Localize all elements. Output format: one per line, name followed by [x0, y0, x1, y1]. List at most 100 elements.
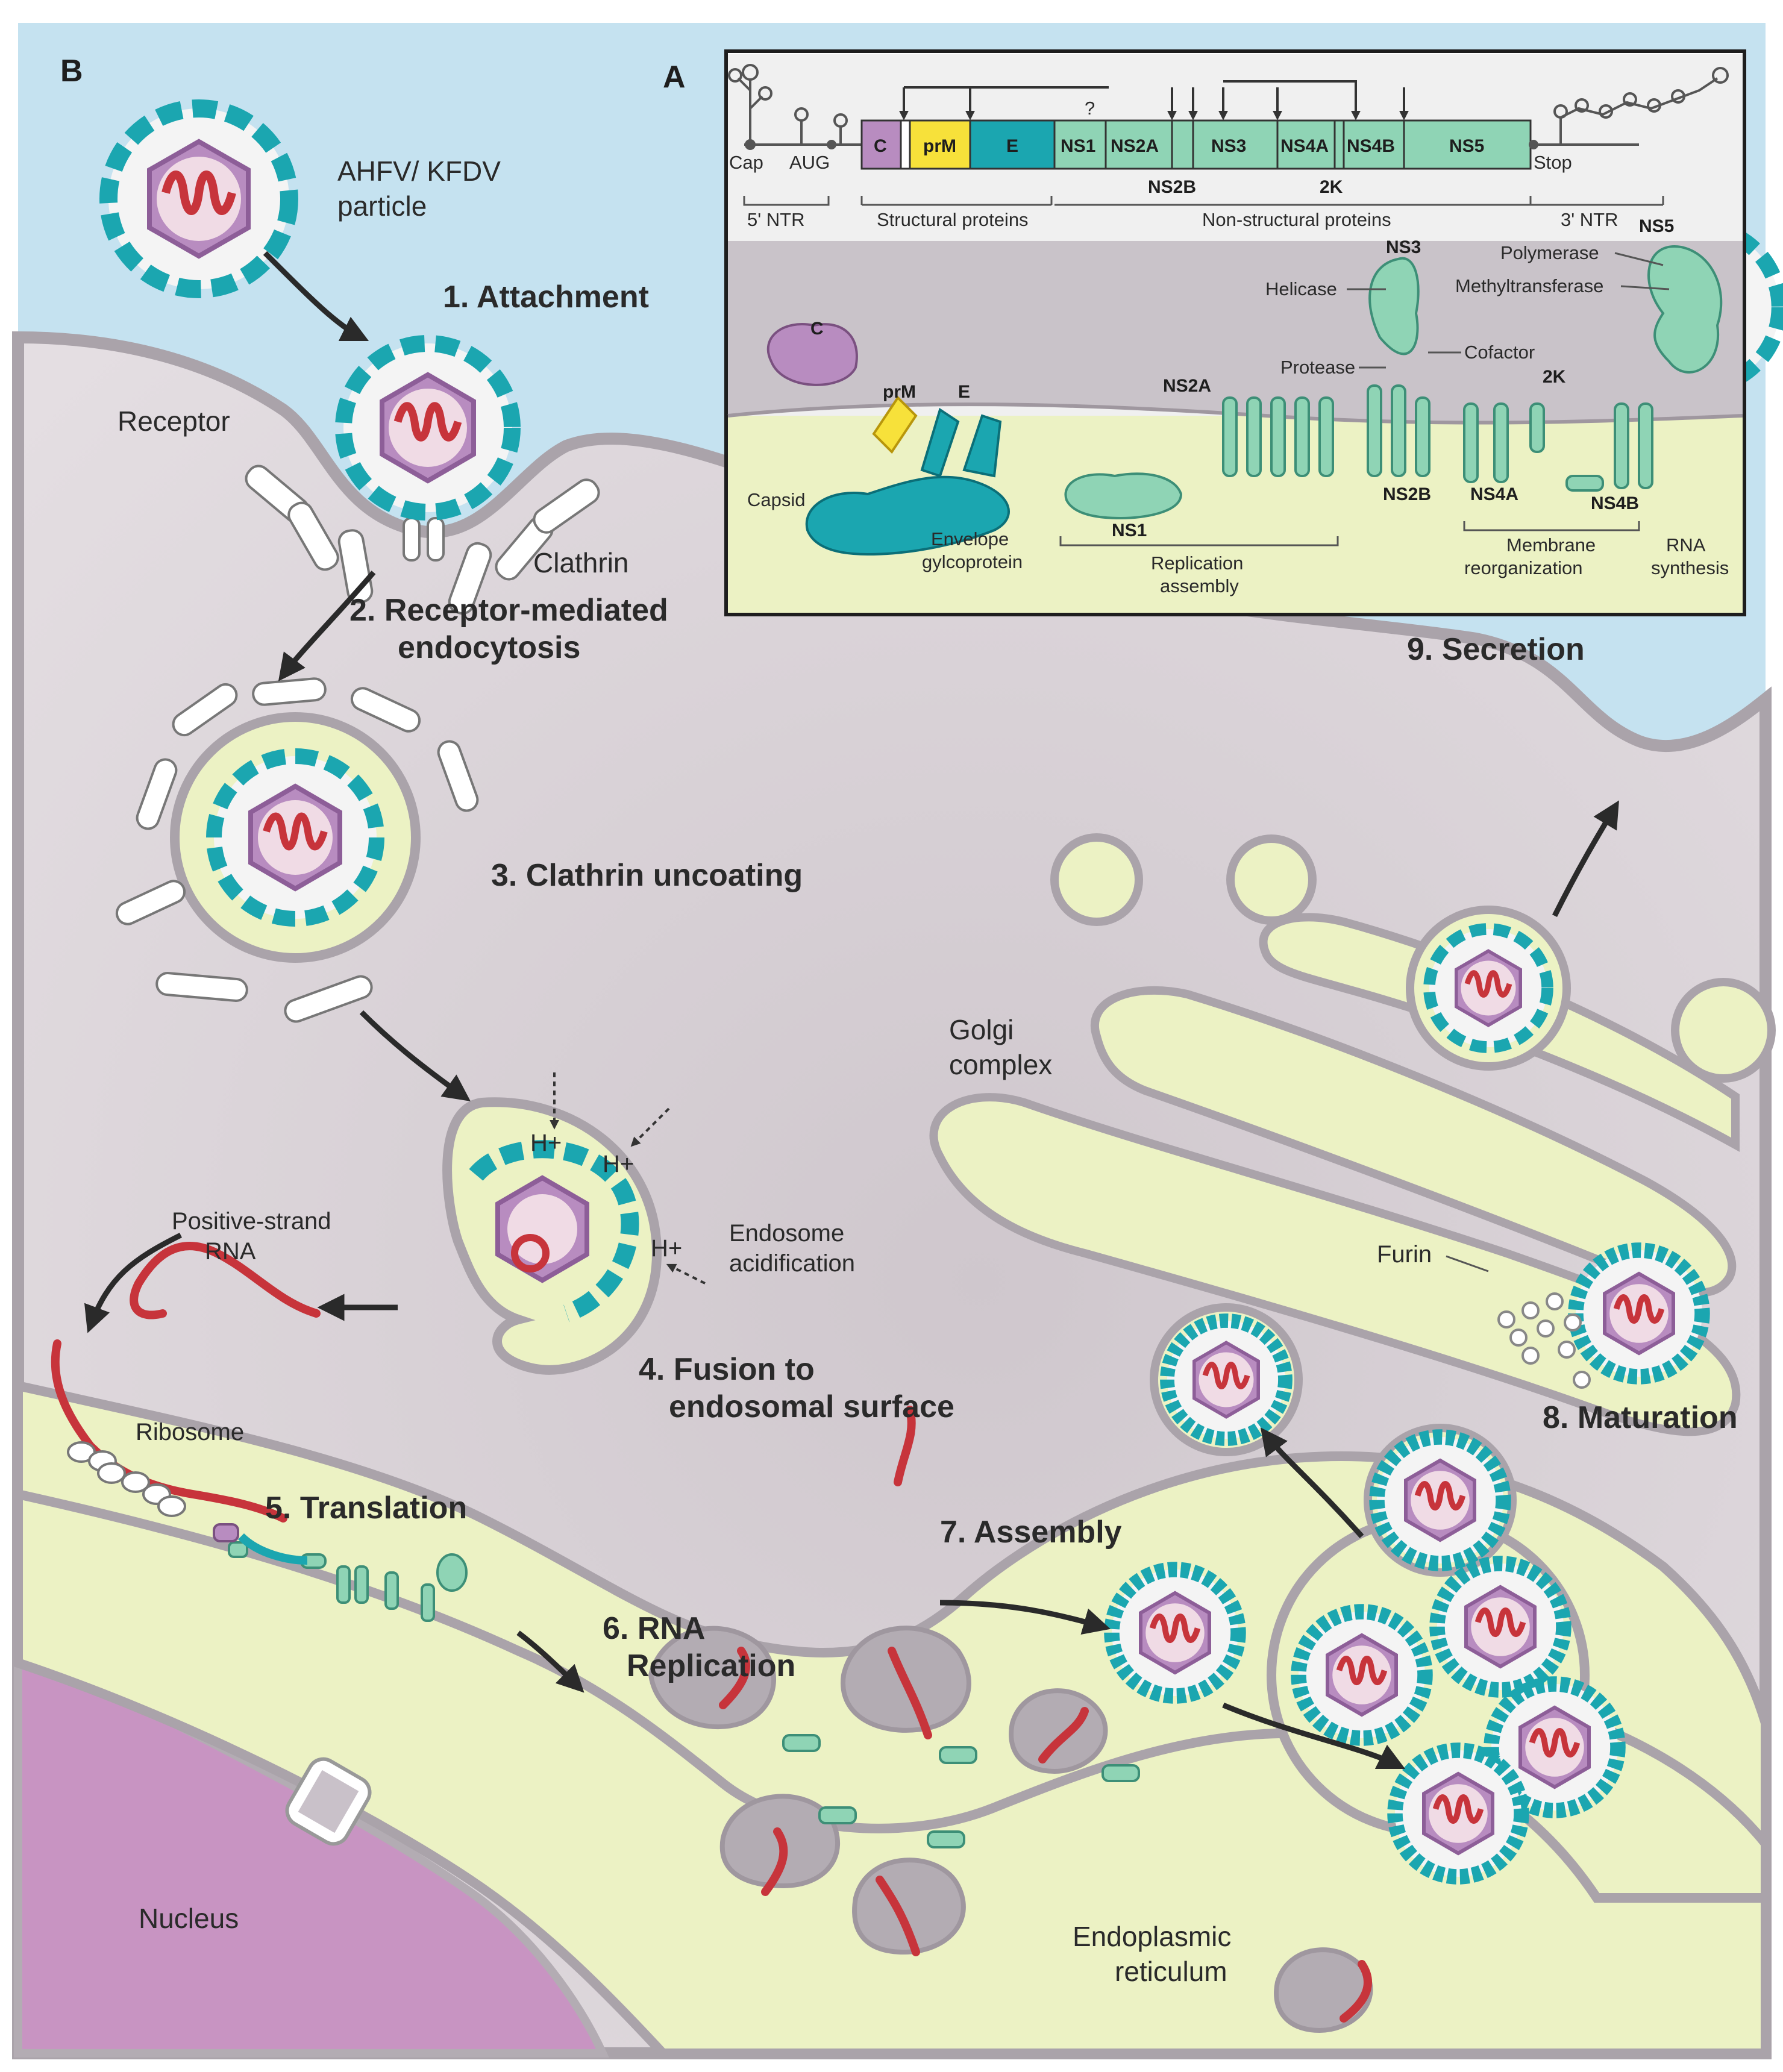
genome-bar — [744, 119, 1639, 170]
step-5-label: 5. Translation — [265, 1491, 467, 1526]
inset-e: E — [958, 382, 970, 402]
inset-ns3: NS3 — [1386, 237, 1421, 257]
gene-ns2b: NS2B — [1148, 177, 1196, 197]
lifecycle-arrows — [84, 251, 1619, 1770]
er-proteins — [228, 1541, 1140, 1848]
virus-particle-vesicle — [1423, 923, 1553, 1053]
function-brackets — [1059, 521, 1640, 546]
virus-particle-free — [99, 99, 298, 298]
cleavage-arrows — [904, 80, 1409, 117]
inset-ns1: NS1 — [1112, 521, 1147, 540]
region-brackets — [743, 196, 1664, 206]
gene-ns2a: NS2A — [1111, 136, 1159, 156]
ns4b-protein — [1565, 402, 1653, 492]
virus-particle-fusing — [469, 1140, 639, 1322]
stop-label: Stop — [1534, 152, 1572, 173]
prm-protein — [872, 395, 918, 454]
panel-a-label: A — [663, 60, 686, 95]
virus-label: AHFV/ KFDV particle — [337, 155, 509, 222]
stop-dot — [1529, 140, 1538, 149]
inset-a — [724, 49, 1746, 616]
step-8-label: 8. Maturation — [1543, 1400, 1738, 1435]
step-9-label: 9. Secretion — [1407, 632, 1585, 667]
step-3-label: 3. Clathrin uncoating — [491, 858, 803, 893]
gene-ns4a: NS4A — [1280, 136, 1329, 156]
virus-particle-immature-1 — [1160, 1313, 1293, 1446]
region-5ntr: 5' NTR — [747, 209, 804, 230]
clathrin-label: Clathrin — [533, 547, 629, 578]
gene-ns1: NS1 — [1061, 136, 1095, 156]
proton-arrows — [550, 1072, 706, 1285]
panel-b-label: B — [60, 54, 83, 89]
nuclear-pore — [285, 1757, 372, 1846]
step-7-label: 7. Assembly — [940, 1515, 1122, 1550]
gene-ns3: NS3 — [1211, 136, 1246, 156]
clathrin-fragments — [115, 677, 479, 1023]
inset-c: C — [810, 319, 824, 339]
gene-ns4b: NS4B — [1347, 136, 1395, 156]
clathrin-pit — [245, 465, 600, 615]
gene-c: C — [874, 136, 887, 156]
gene-2k: 2K — [1320, 177, 1343, 197]
envelope-protein — [805, 475, 1010, 556]
inset-ns4a: NS4A — [1470, 484, 1518, 504]
inset-2k: 2K — [1543, 367, 1566, 387]
ribosomes — [67, 1441, 186, 1517]
h-plus-1: H+ — [530, 1130, 562, 1156]
virus-particle-attached — [335, 335, 521, 521]
inset-helicase: Helicase — [1265, 278, 1337, 299]
inset-protease: Protease — [1280, 357, 1355, 378]
h-plus-2: H+ — [603, 1151, 634, 1177]
region-structural: Structural proteins — [877, 209, 1029, 230]
region-3ntr: 3' NTR — [1561, 209, 1618, 230]
furin-molecules — [1497, 1292, 1591, 1389]
virus-particle-maturing — [1568, 1242, 1710, 1385]
gene-ns5: NS5 — [1449, 136, 1484, 156]
small-vesicles — [1050, 833, 1776, 1083]
inset-methyltransferase: Methyltransferase — [1455, 275, 1603, 296]
cap-dot — [745, 139, 756, 150]
aug-label: AUG — [789, 152, 830, 173]
ns5-protein — [1647, 245, 1723, 374]
gene-prm: prM — [923, 136, 956, 156]
ribosome-label: Ribosome — [136, 1419, 244, 1445]
aug-dot — [827, 140, 836, 149]
inset-ns2a: NS2A — [1163, 376, 1211, 396]
inset-polymerase: Polymerase — [1500, 242, 1599, 263]
nucleus-label: Nucleus — [139, 1903, 239, 1934]
ns2b-protein — [1367, 384, 1430, 477]
unknown-cleavage: ? — [1085, 98, 1095, 119]
h-plus-3: H+ — [651, 1235, 682, 1262]
furin-label: Furin — [1377, 1241, 1432, 1268]
region-nonstructural: Non-structural proteins — [1202, 209, 1391, 230]
utr-stem-loops — [728, 64, 1729, 145]
ns4a-protein — [1463, 402, 1545, 483]
er-inner-membrane — [17, 1489, 1770, 1903]
inset-prm: prM — [883, 382, 916, 402]
virus-particle-assembled — [1104, 1562, 1246, 1704]
furin-pointer — [1446, 1255, 1489, 1272]
inset-cytosol — [728, 241, 1743, 423]
inset-ns4b: NS4B — [1591, 493, 1639, 513]
gene-e: E — [1006, 136, 1018, 156]
envelope-strand — [238, 1533, 308, 1565]
virus-particles — [99, 99, 1783, 1885]
inset-proteins — [766, 245, 1723, 556]
ns1-protein — [1064, 472, 1183, 520]
capsid-protein — [766, 323, 858, 386]
virus-particle-endosome — [206, 748, 384, 927]
inset-cofactor: Cofactor — [1464, 342, 1535, 363]
step-1-label: 1. Attachment — [443, 280, 649, 315]
inset-leader-lines — [1347, 252, 1670, 369]
